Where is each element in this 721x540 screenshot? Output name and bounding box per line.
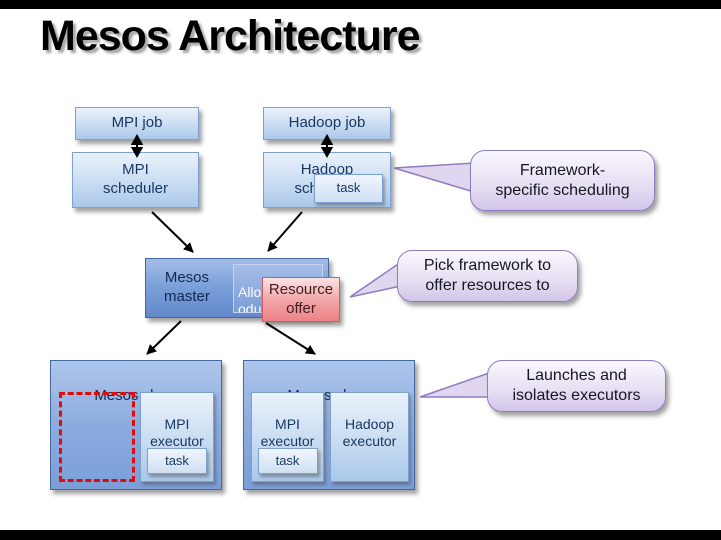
mpi-executor-right-label: MPI executor (260, 415, 315, 450)
node-mesos-slave-left: Mesos slave MPI executor task (50, 360, 222, 490)
arrow-master-to-left-slave (146, 320, 182, 355)
node-mpi-scheduler: MPI scheduler (72, 152, 199, 208)
callout-launches-isolates: Launches and isolates executors (487, 360, 666, 412)
node-hadoop-executor: Hadoop executor (330, 392, 409, 482)
mpi-executor-left-label: MPI executor (150, 415, 204, 450)
node-mpi-executor-right: MPI executor task (251, 392, 324, 482)
page-title: Mesos Architecture (40, 12, 420, 60)
arrow-master-to-right-slave (265, 322, 316, 355)
hadoop-executor-label: Hadoop executor (342, 415, 397, 450)
node-hadoop-job: Hadoop job (263, 107, 391, 140)
callout-tail-launches (419, 371, 490, 398)
node-scheduler-task: task (314, 174, 383, 203)
node-mesos-slave-right: Mesos slave MPI executor task Hadoop exe… (243, 360, 415, 490)
callout-pick-framework: Pick framework to offer resources to (397, 250, 578, 302)
node-mpi-job: MPI job (75, 107, 199, 140)
arrow-hadoop-scheduler-to-master (267, 211, 303, 252)
node-mpi-executor-left: MPI executor task (140, 392, 214, 482)
node-resource-offer: Resource offer (262, 277, 340, 322)
callout-framework-specific-scheduling: Framework- specific scheduling (470, 150, 655, 211)
letterbox-bottom (0, 530, 721, 540)
empty-executor-slot (59, 392, 135, 482)
callout-tail-pick-framework (349, 260, 402, 298)
node-task-right: task (257, 448, 318, 474)
node-task-left: task (147, 448, 207, 474)
letterbox-top (0, 0, 721, 9)
mesos-master-label: Mesos master (164, 269, 210, 305)
callout-tail-framework (393, 162, 475, 194)
arrow-mpi-scheduler-to-master (151, 211, 194, 253)
